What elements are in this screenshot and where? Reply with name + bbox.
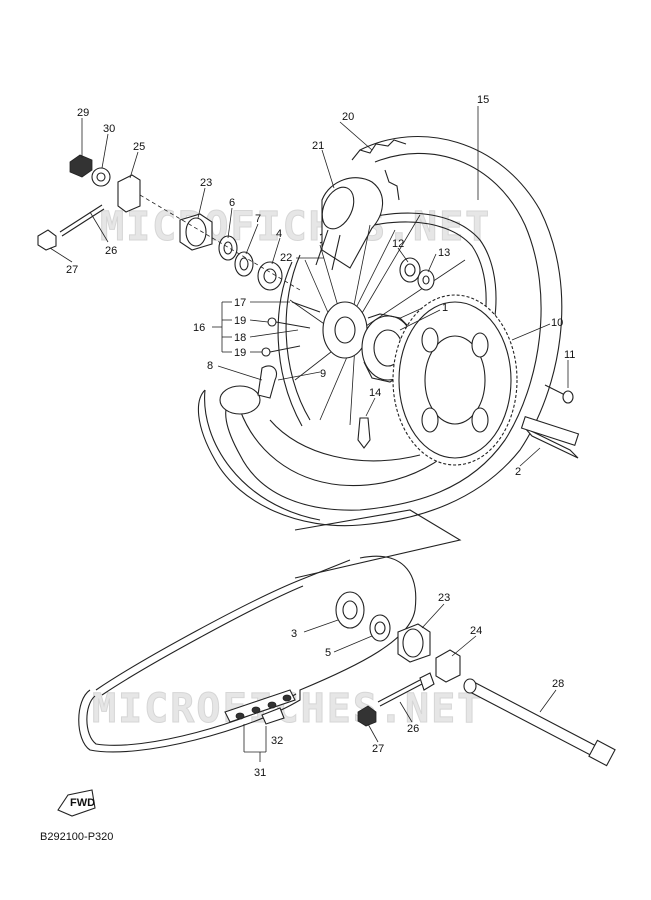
- label-4: 4: [276, 228, 282, 240]
- label-30: 30: [103, 123, 115, 135]
- right-bearing-drawing: [399, 257, 435, 291]
- label-17: 17: [234, 297, 246, 309]
- label-9: 9: [320, 368, 326, 380]
- valve-drawing: [357, 417, 371, 449]
- label-11: 11: [564, 349, 575, 361]
- label-27-lower: 27: [372, 743, 384, 755]
- label-31: 31: [254, 767, 266, 779]
- fwd-arrow-icon: FWD: [57, 789, 96, 817]
- label-20: 20: [342, 111, 354, 123]
- hub-drawing: [322, 301, 415, 383]
- leader-lines: [49, 106, 569, 762]
- label-10: 10: [551, 317, 563, 329]
- diagram-code-label: B292100-P320: [40, 831, 114, 843]
- label-6: 6: [229, 197, 235, 209]
- label-29: 29: [77, 107, 89, 119]
- label-14: 14: [369, 387, 381, 399]
- label-7: 7: [255, 213, 261, 225]
- hub-bolts-drawing: [261, 301, 321, 357]
- part-labels: 29 30 25 23 6 7 4 26 27 20 21 22 15 12 1…: [66, 94, 575, 779]
- label-23-upper: 23: [200, 177, 212, 189]
- collar-drawing: [520, 415, 580, 459]
- label-24: 24: [470, 625, 482, 637]
- label-26-lower: 26: [407, 723, 419, 735]
- label-15: 15: [477, 94, 489, 106]
- label-21: 21: [312, 140, 324, 152]
- label-27-upper: 27: [66, 264, 78, 276]
- chain-drawing: [78, 555, 417, 753]
- label-25: 25: [133, 141, 145, 153]
- chain-joint-drawing: [224, 689, 296, 725]
- label-32: 32: [271, 735, 283, 747]
- watermark-top: MICROFICHES.NET: [100, 204, 491, 250]
- label-26-upper: 26: [105, 245, 117, 257]
- label-2: 2: [515, 466, 521, 478]
- label-19-first: 19: [234, 315, 246, 327]
- label-13: 13: [438, 247, 450, 259]
- left-side-parts-drawing: [37, 154, 301, 291]
- rim-lock-drawing: [315, 177, 384, 271]
- label-5: 5: [325, 647, 331, 659]
- label-28: 28: [552, 678, 564, 690]
- label-1: 1: [442, 302, 448, 314]
- axle-drawing: [463, 678, 616, 767]
- section-divider: [294, 509, 462, 579]
- label-19-second: 19: [234, 347, 246, 359]
- lower-bearing-drawing: [335, 591, 461, 683]
- lower-bolt-drawing: [357, 672, 435, 727]
- label-18: 18: [234, 332, 246, 344]
- label-23-lower: 23: [438, 592, 450, 604]
- label-3: 3: [291, 628, 297, 640]
- label-8: 8: [207, 360, 213, 372]
- label-22: 22: [280, 252, 292, 264]
- sprocket-drawing: [392, 294, 518, 466]
- label-16: 16: [193, 322, 205, 334]
- caliper-bracket-drawing: [219, 365, 278, 415]
- svg-text:FWD: FWD: [70, 797, 95, 809]
- bolt-11-drawing: [544, 384, 574, 404]
- label-12: 12: [392, 238, 404, 250]
